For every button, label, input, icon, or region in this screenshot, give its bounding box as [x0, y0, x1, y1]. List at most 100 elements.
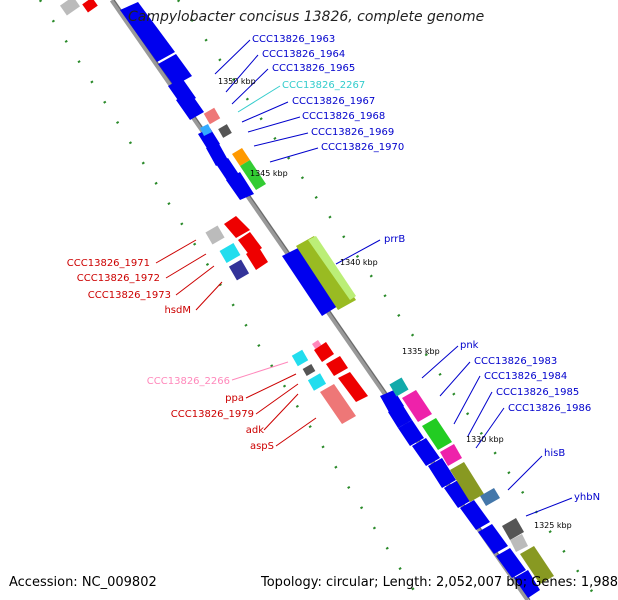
leader-ppa	[245, 373, 297, 399]
gene-green-1984	[422, 418, 452, 450]
gene-arrow	[428, 458, 456, 488]
leader-1983	[439, 361, 471, 397]
gene-lightgreen-prrB	[308, 236, 356, 300]
gene-label[interactable]: CCC13826_2266	[147, 376, 230, 387]
kbp-label-1335: 1335 kbp	[402, 347, 440, 356]
gene-red-ppa	[314, 342, 334, 362]
kbp-label-1345: 1345 kbp	[250, 169, 288, 178]
gene-cyan-1979	[307, 373, 327, 391]
gene-label[interactable]: CCC13826_1970	[321, 142, 404, 153]
leader-1968	[247, 116, 301, 133]
gene-label[interactable]: yhbN	[574, 492, 600, 503]
label-leaders	[155, 39, 573, 517]
leader-aspS	[275, 417, 317, 447]
accession-label: Accession: NC_009802	[9, 575, 157, 590]
gene-arrow	[120, 2, 175, 62]
leader-1971	[155, 239, 197, 264]
leader-2267	[237, 85, 281, 113]
gene-arrow	[388, 404, 412, 428]
gene-label[interactable]: CCC13826_1967	[292, 96, 375, 107]
leader-1972	[165, 253, 207, 279]
leader-adk	[263, 393, 299, 431]
leader-pnk	[421, 345, 459, 379]
gene-label[interactable]: ppa	[225, 393, 244, 404]
leader-1964	[225, 54, 259, 93]
kbp-label-1340: 1340 kbp	[340, 258, 378, 267]
gene-label-prrB[interactable]: prrB	[384, 234, 405, 245]
leader-1973	[175, 265, 215, 296]
inner-tick-guide	[176, 0, 600, 600]
forward-gene-track	[120, 2, 540, 598]
gene-arrow	[496, 548, 526, 578]
leader-2266	[231, 361, 289, 381]
gene-green-1970	[240, 160, 266, 190]
gene-label[interactable]: CCC13826_1984	[484, 371, 567, 382]
gene-label[interactable]: CCC13826_1986	[508, 403, 591, 414]
gene-label[interactable]: CCC13826_1973	[88, 290, 171, 301]
gene-red-1971	[224, 216, 250, 238]
gene-label[interactable]: CCC13826_1971	[67, 258, 150, 269]
gene-label[interactable]: CCC13826_1979	[171, 409, 254, 420]
leader-1969	[253, 132, 309, 147]
gene-arrow	[158, 54, 192, 86]
gene-steelblue-hisB	[480, 488, 500, 506]
gene-magenta-1983	[402, 390, 432, 422]
gene-arrow	[226, 172, 254, 200]
gene-label[interactable]: adk	[246, 425, 264, 436]
gene-cyan-2266	[291, 349, 309, 367]
gene-teal-pnk	[389, 377, 409, 397]
kbp-label-1325: 1325 kbp	[534, 521, 572, 530]
leader-1965	[231, 68, 269, 105]
gene-grey-1971	[205, 225, 225, 245]
gene-label[interactable]: CCC13826_1968	[302, 111, 385, 122]
gene-label[interactable]: CCC13826_1965	[272, 63, 355, 74]
gene-label[interactable]: CCC13826_1983	[474, 356, 557, 367]
partial-gene-red	[82, 0, 98, 13]
leader-1979	[255, 383, 299, 415]
genome-map: 1350 kbp 1345 kbp 1340 kbp 1335 kbp 1330…	[38, 0, 600, 600]
gene-arrow	[478, 524, 508, 554]
gene-darkgrey-1968	[218, 124, 232, 138]
gene-olive-end	[520, 546, 554, 584]
gene-arrow	[398, 420, 424, 446]
gene-arrow	[282, 248, 338, 316]
gene-label[interactable]: CCC13826_1964	[262, 49, 345, 60]
gene-label[interactable]: hsdM	[164, 305, 191, 316]
gene-navy-hsdM	[228, 259, 250, 281]
gene-orange-1970	[232, 148, 250, 166]
gene-label[interactable]: CCC13826_1972	[77, 273, 160, 284]
kbp-label-1330: 1330 kbp	[466, 435, 504, 444]
gene-label[interactable]: CCC13826_2267	[282, 80, 365, 91]
gene-red-aspS	[338, 372, 368, 402]
topology-label: Topology: circular; Length: 2,052,007 bp…	[261, 575, 618, 590]
gene-label[interactable]: CCC13826_1969	[311, 127, 394, 138]
leader-yhbN	[525, 497, 573, 517]
leader-hisB	[507, 455, 543, 491]
gene-lightgrey-yhbN	[510, 534, 528, 552]
gene-label[interactable]: CCC13826_1963	[252, 34, 335, 45]
reverse-cluster-lower	[291, 340, 368, 424]
leader-1970	[269, 147, 319, 163]
leader-hsdM	[195, 281, 223, 311]
gene-label[interactable]: CCC13826_1985	[496, 387, 579, 398]
gene-red-1973	[246, 246, 268, 270]
reverse-cluster-upper	[205, 216, 268, 281]
gene-arrow	[514, 570, 540, 598]
gene-arrow	[460, 500, 490, 530]
gene-darkgrey-ppa	[302, 364, 316, 376]
gene-magenta-1985	[440, 444, 462, 466]
gene-label[interactable]: aspS	[250, 441, 274, 452]
gene-grey-yhbN	[502, 518, 524, 540]
leader-1986	[475, 407, 505, 449]
leader-1967	[241, 101, 289, 123]
gene-label[interactable]: pnk	[460, 340, 479, 351]
gene-label[interactable]: hisB	[544, 448, 565, 459]
gene-red-adk	[326, 356, 348, 376]
leader-1985	[467, 391, 493, 437]
gene-cyan-small	[200, 124, 212, 136]
genome-title: Campylobacter concisus 13826, complete g…	[128, 9, 485, 25]
leader-1963	[214, 39, 251, 75]
gene-arrow	[444, 480, 472, 508]
partial-gene-grey	[60, 0, 80, 16]
gene-olive-hisB	[450, 462, 484, 502]
